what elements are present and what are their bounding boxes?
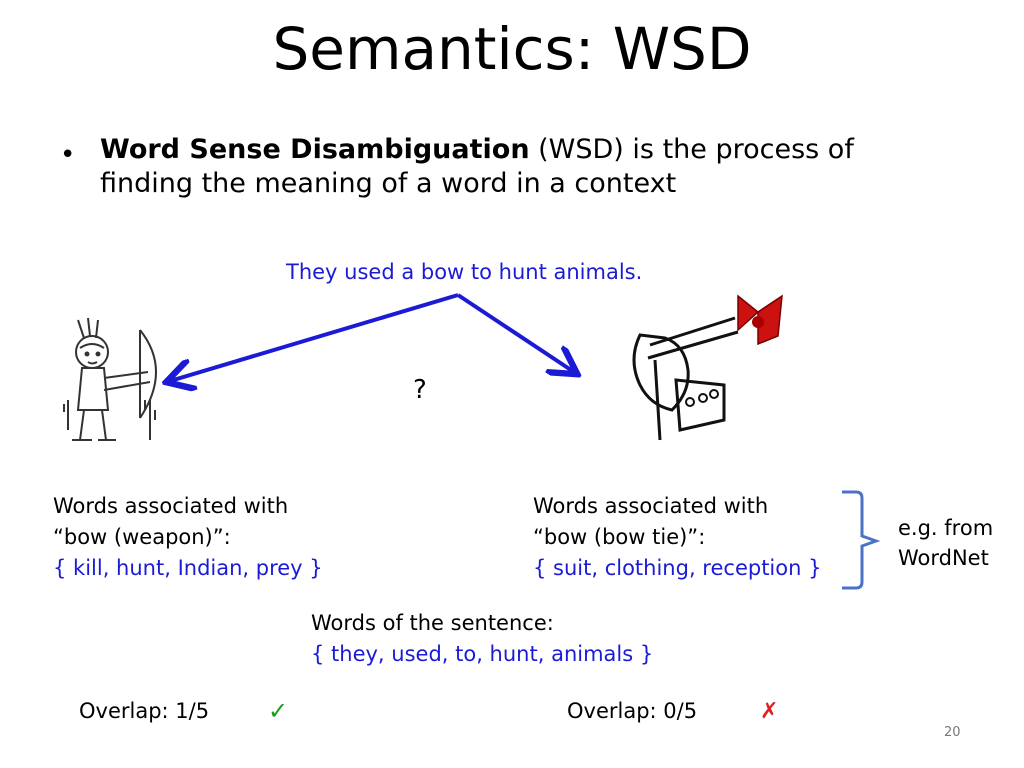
wordnet-note: e.g. from WordNet [898, 513, 993, 573]
archer-illustration [63, 317, 157, 441]
right-bracket [842, 490, 881, 590]
overlap-bowtie-label: Overlap: 0/5 [567, 699, 698, 723]
weapon-word-set: { kill, hunt, Indian, prey } [53, 556, 323, 580]
arrow-to-bowtie [456, 293, 574, 372]
example-sentence: They used a bow to hunt animals. [286, 260, 643, 284]
wordnet-line-2: WordNet [898, 546, 989, 570]
bowtie-heading-2: “bow (bow tie)”: [533, 525, 706, 549]
bullet-rest: (WSD) is the process of finding the mean… [100, 134, 854, 199]
slide-title: Semantics: WSD [272, 15, 752, 83]
bullet-bold-term: Word Sense Disambiguation [100, 134, 530, 165]
weapon-heading-2: “bow (weapon)”: [53, 525, 231, 549]
bowtie-word-set: { suit, clothing, reception } [533, 556, 822, 580]
bullet-dot: • [60, 140, 76, 170]
sentence-words-block: Words of the sentence: { they, used, to,… [311, 608, 653, 670]
question-mark: ? [413, 375, 427, 405]
cross-icon: ✗ [760, 699, 779, 724]
bowtie-words-block: Words associated with “bow (bow tie)”: {… [533, 491, 821, 584]
bow-tie-illustration [632, 294, 783, 441]
wordnet-line-1: e.g. from [898, 516, 994, 540]
page-number: 20 [944, 725, 961, 740]
check-icon: ✓ [268, 697, 289, 725]
arrow-to-weapon [170, 293, 459, 381]
weapon-heading-1: Words associated with [53, 494, 289, 518]
bowtie-heading-1: Words associated with [533, 494, 769, 518]
bullet-text: Word Sense Disambiguation (WSD) is the p… [100, 133, 920, 201]
sentence-words-heading: Words of the sentence: [311, 611, 554, 635]
sentence-word-set: { they, used, to, hunt, animals } [311, 642, 654, 666]
overlap-weapon-label: Overlap: 1/5 [79, 699, 210, 723]
weapon-words-block: Words associated with “bow (weapon)”: { … [53, 491, 323, 584]
